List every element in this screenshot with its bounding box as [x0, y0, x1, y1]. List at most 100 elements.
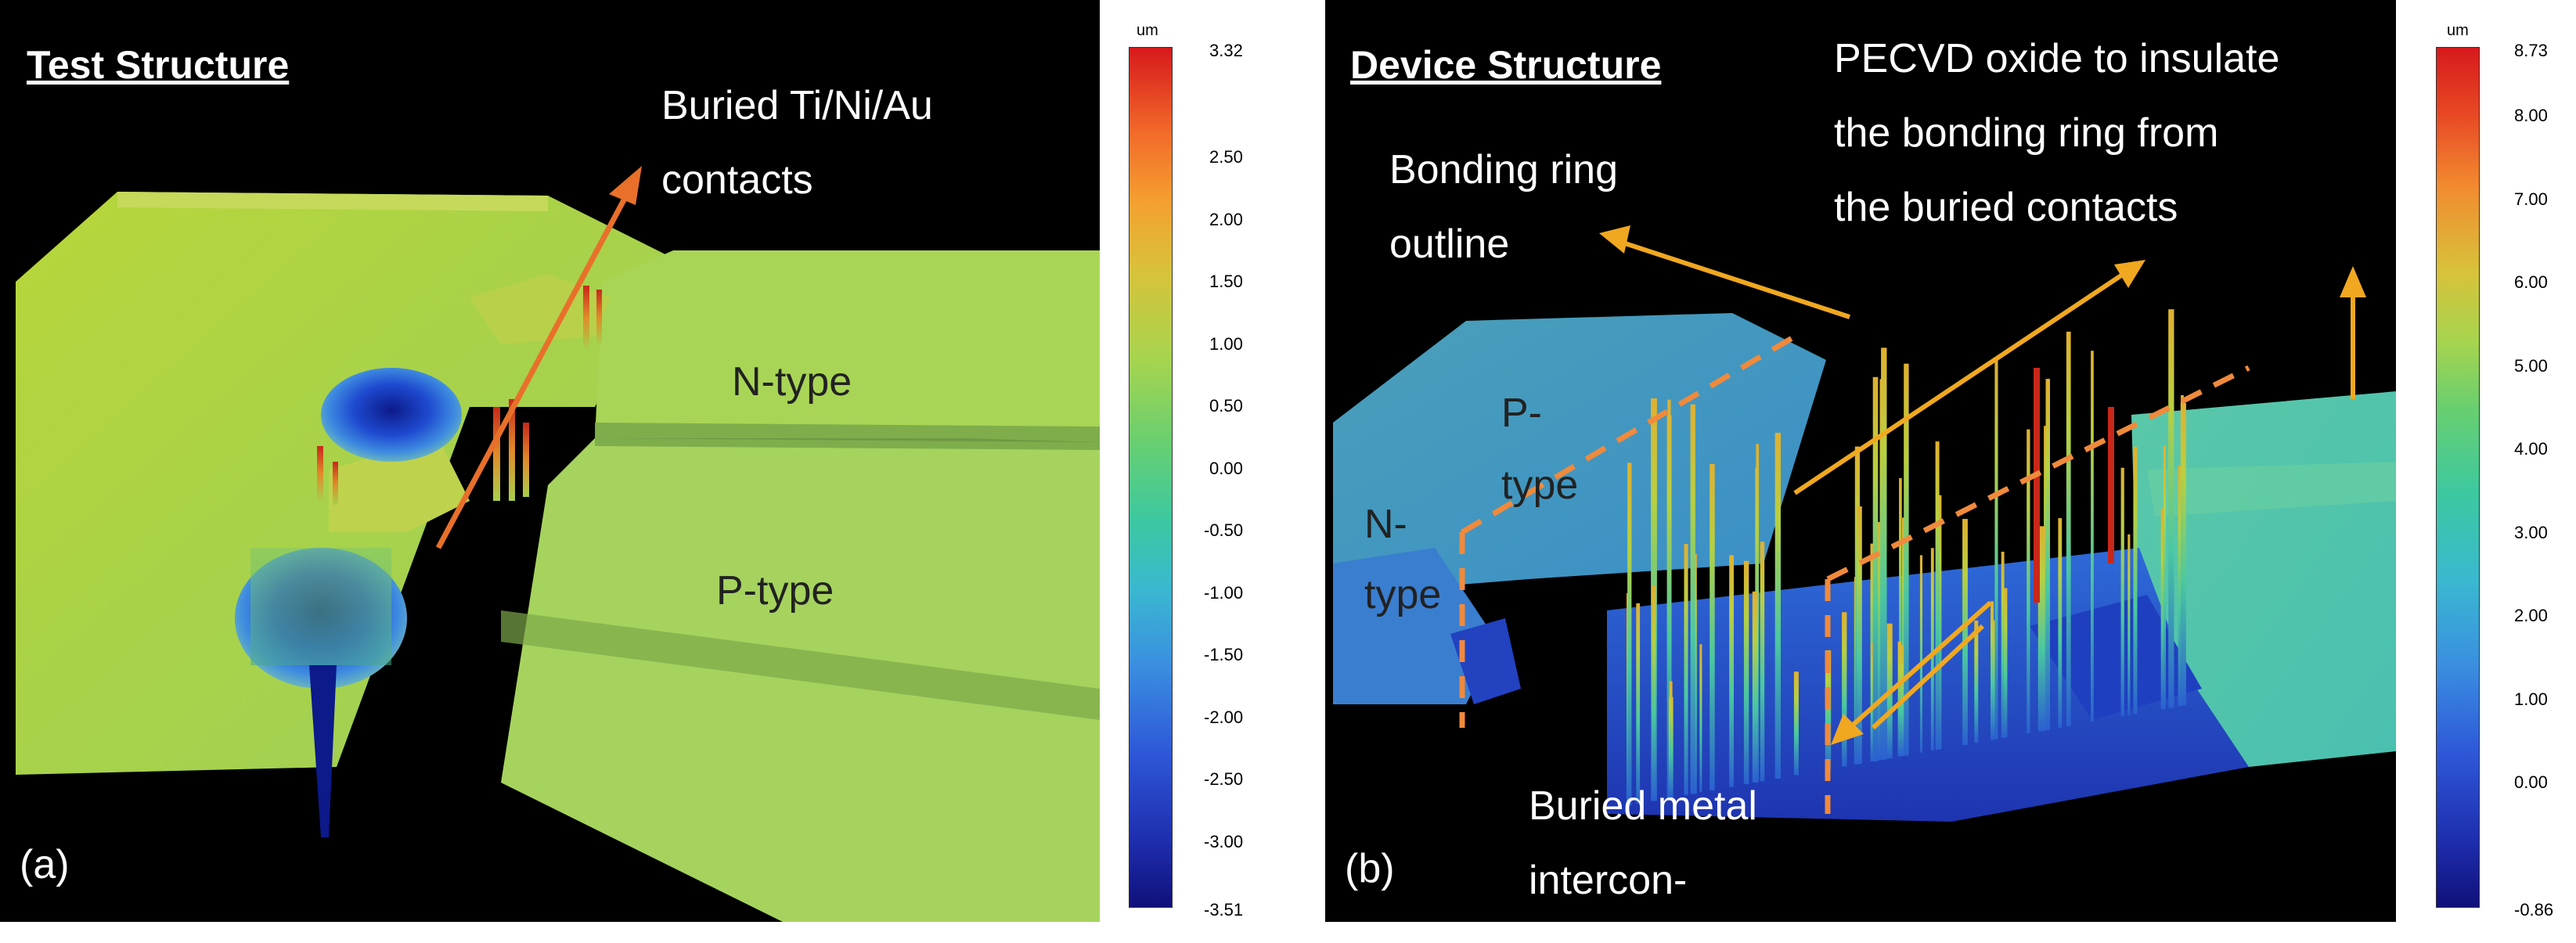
spike	[2004, 588, 2008, 738]
panel-a-test-structure: Test Structure Buried Ti/Ni/Au contacts …	[0, 0, 1100, 922]
spike	[2163, 445, 2166, 709]
panel-b-device-structure: Device Structure PECVD oxide to insulate…	[1325, 0, 2396, 922]
label-ntype-b-line2: type	[1364, 572, 1442, 617]
spike	[1825, 650, 1832, 770]
spike	[1904, 363, 1909, 756]
surface-render-b	[1333, 225, 2396, 822]
colorbar_a-tick: -0.50	[1204, 520, 1244, 540]
spike	[2160, 508, 2165, 710]
colorbar-a-max: 3.32	[1209, 41, 1243, 60]
spike	[1710, 464, 1715, 790]
colorbar_a-tick: -2.50	[1204, 769, 1244, 789]
spike	[2027, 429, 2030, 734]
colorbar_b-tick: 3.00	[2514, 522, 2548, 542]
spike	[1669, 681, 1673, 798]
colorbar-b-min: -0.86	[2514, 900, 2554, 920]
spike	[2058, 518, 2063, 728]
contacts-arrow	[435, 166, 642, 549]
spike	[1930, 548, 1934, 751]
spike	[1699, 644, 1702, 793]
spike	[1881, 347, 1887, 760]
spike	[1752, 591, 1758, 783]
colorbar_b-tick: 5.00	[2514, 355, 2548, 376]
colorbar-a-min: -3.51	[1204, 900, 1244, 920]
spike	[1652, 585, 1656, 801]
label-ptype-a: P-type	[716, 568, 834, 614]
spike	[1974, 620, 1979, 743]
spike	[2045, 379, 2050, 730]
spike	[2168, 309, 2174, 708]
colorbar_a-tick: 1.50	[1209, 272, 1243, 291]
bonding-ring-outline	[1459, 333, 2250, 814]
spike	[1690, 404, 1695, 794]
annotation-buried-contacts-line1: Buried Ti/Ni/Au	[661, 83, 933, 128]
colorbar-a	[1129, 47, 1173, 908]
spike	[1793, 671, 1799, 776]
spike	[1684, 544, 1688, 795]
spike	[2001, 552, 2005, 738]
panel-b-title: Device Structure	[1350, 43, 1662, 87]
spike	[2181, 394, 2184, 706]
annotation-buried-metal-line1: Buried metal	[1529, 783, 1757, 829]
spike	[1760, 542, 1765, 782]
colorbar_b-tick: 4.00	[2514, 439, 2548, 459]
spike	[1938, 495, 1942, 750]
spike-peak	[2108, 407, 2114, 563]
colorbar_a-tick: 0.50	[1209, 396, 1243, 416]
annotation-bonding-ring-line2: outline	[1389, 221, 1510, 267]
spike	[1962, 519, 1968, 745]
colorbar-b-unit: um	[2447, 22, 2469, 39]
spike	[1774, 433, 1781, 779]
spike	[1872, 376, 1879, 761]
colorbar_b-tick: 7.00	[2514, 189, 2548, 209]
colorbar-a-unit: um	[1137, 22, 1158, 39]
spike	[2133, 446, 2138, 714]
spike	[2091, 351, 2094, 722]
colorbar_b-tick: 8.00	[2514, 106, 2548, 125]
interconnect-spikes-b	[1627, 309, 2186, 806]
colorbar_a-tick: 2.00	[1209, 209, 1243, 229]
panel-a-title: Test Structure	[27, 43, 290, 87]
annotation-pecvd-line3: the buried contacts	[1834, 185, 2178, 230]
spike	[1636, 603, 1641, 804]
spike	[1919, 555, 1922, 753]
spike	[1994, 359, 1998, 740]
panel-b-label: (b)	[1345, 846, 1395, 891]
label-ntype-b-line1: N-	[1364, 502, 1407, 547]
annotation-buried-metal-line2: intercon-	[1529, 858, 1688, 903]
spike	[1667, 399, 1671, 798]
annotation-pecvd-line1: PECVD oxide to insulate	[1834, 36, 2280, 81]
spike	[1743, 560, 1749, 785]
spike-peak	[2034, 368, 2040, 603]
surface-render-a	[16, 166, 1100, 922]
spike	[2039, 526, 2045, 732]
colorbar-b-max: 8.73	[2514, 41, 2548, 60]
spike	[1991, 601, 1994, 740]
spike	[1876, 522, 1880, 761]
colorbar_a-tick: -1.50	[1204, 645, 1244, 664]
spike	[2127, 534, 2131, 715]
colorbar_b-tick: 6.00	[2514, 272, 2548, 292]
annotation-bonding-ring-line1: Bonding ring	[1389, 147, 1618, 193]
spike	[1935, 441, 1940, 750]
contact-spikes-a	[317, 286, 602, 505]
spike	[1899, 477, 1902, 757]
colorbar_a-tick: 2.50	[1209, 147, 1243, 167]
colorbar_a-tick: 1.00	[1209, 333, 1243, 354]
colorbar_a-tick: -3.00	[1204, 831, 1244, 851]
spike	[1857, 506, 1862, 765]
colorbar_a-tick: 0.00	[1209, 458, 1243, 478]
spike	[1729, 555, 1734, 787]
colorbar_b-tick: 0.00	[2514, 772, 2548, 792]
colorbar_a-tick: -1.00	[1204, 582, 1244, 603]
colorbar_b-tick: 1.00	[2514, 689, 2548, 709]
colorbar_a-tick: -2.00	[1204, 707, 1244, 727]
label-ptype-b-line1: P-	[1501, 391, 1542, 436]
spike	[1897, 641, 1902, 757]
annotation-arrows-b	[1599, 225, 2366, 745]
spike	[2120, 467, 2124, 717]
panel-a-label: (a)	[20, 842, 70, 887]
label-ptype-b-line2: type	[1501, 463, 1579, 508]
colorbar-b	[2436, 47, 2480, 908]
spike	[2066, 331, 2071, 726]
